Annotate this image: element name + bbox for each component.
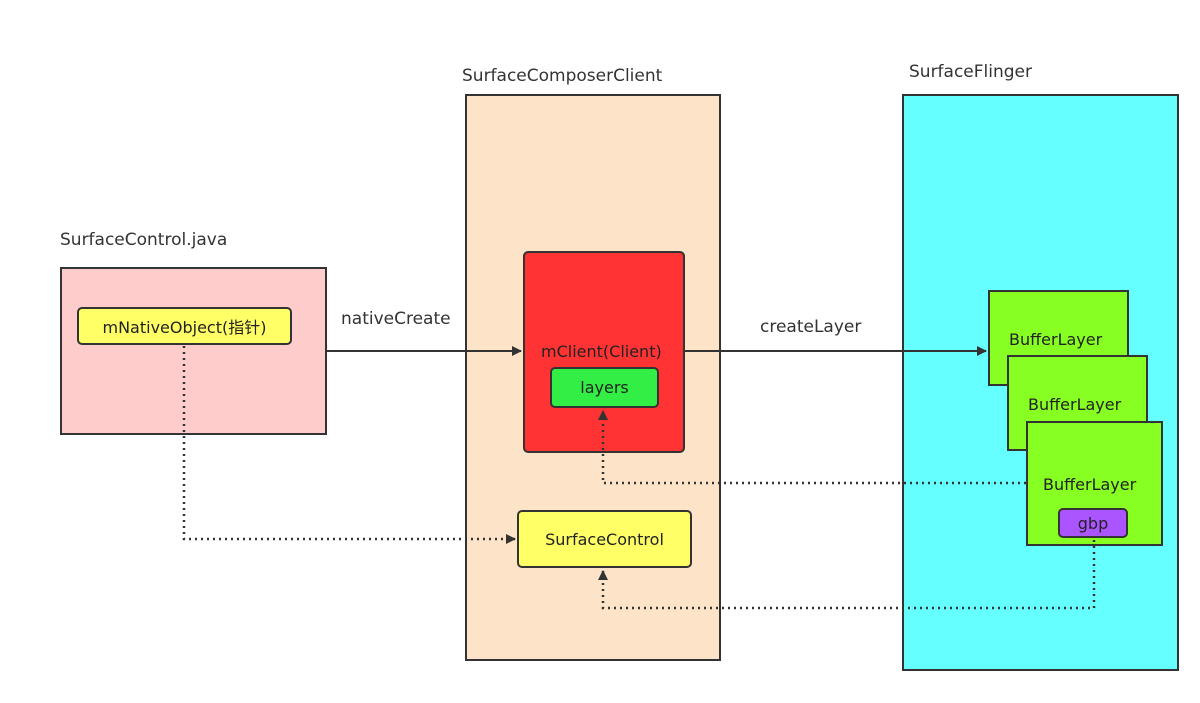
surface-flinger-title: SurfaceFlinger	[909, 62, 1033, 82]
create-layer-label: createLayer	[760, 317, 862, 337]
buffer-layer-3-label: BufferLayer	[1043, 475, 1137, 494]
layers-node: layers	[550, 367, 659, 408]
buffer-layer-2-label: BufferLayer	[1028, 395, 1122, 414]
buffer-layer-1-label: BufferLayer	[1009, 330, 1103, 349]
surface-control-java-title: SurfaceControl.java	[60, 230, 228, 250]
native-create-label: nativeCreate	[341, 309, 451, 329]
m-client-label: mClient(Client)	[541, 342, 662, 361]
m-native-object-node: mNativeObject(指针)	[77, 307, 292, 345]
surface-control-node: SurfaceControl	[517, 510, 692, 568]
surface-control-java-box	[60, 267, 327, 435]
gbp-node: gbp	[1058, 508, 1128, 538]
surface-composer-client-title: SurfaceComposerClient	[462, 66, 663, 86]
